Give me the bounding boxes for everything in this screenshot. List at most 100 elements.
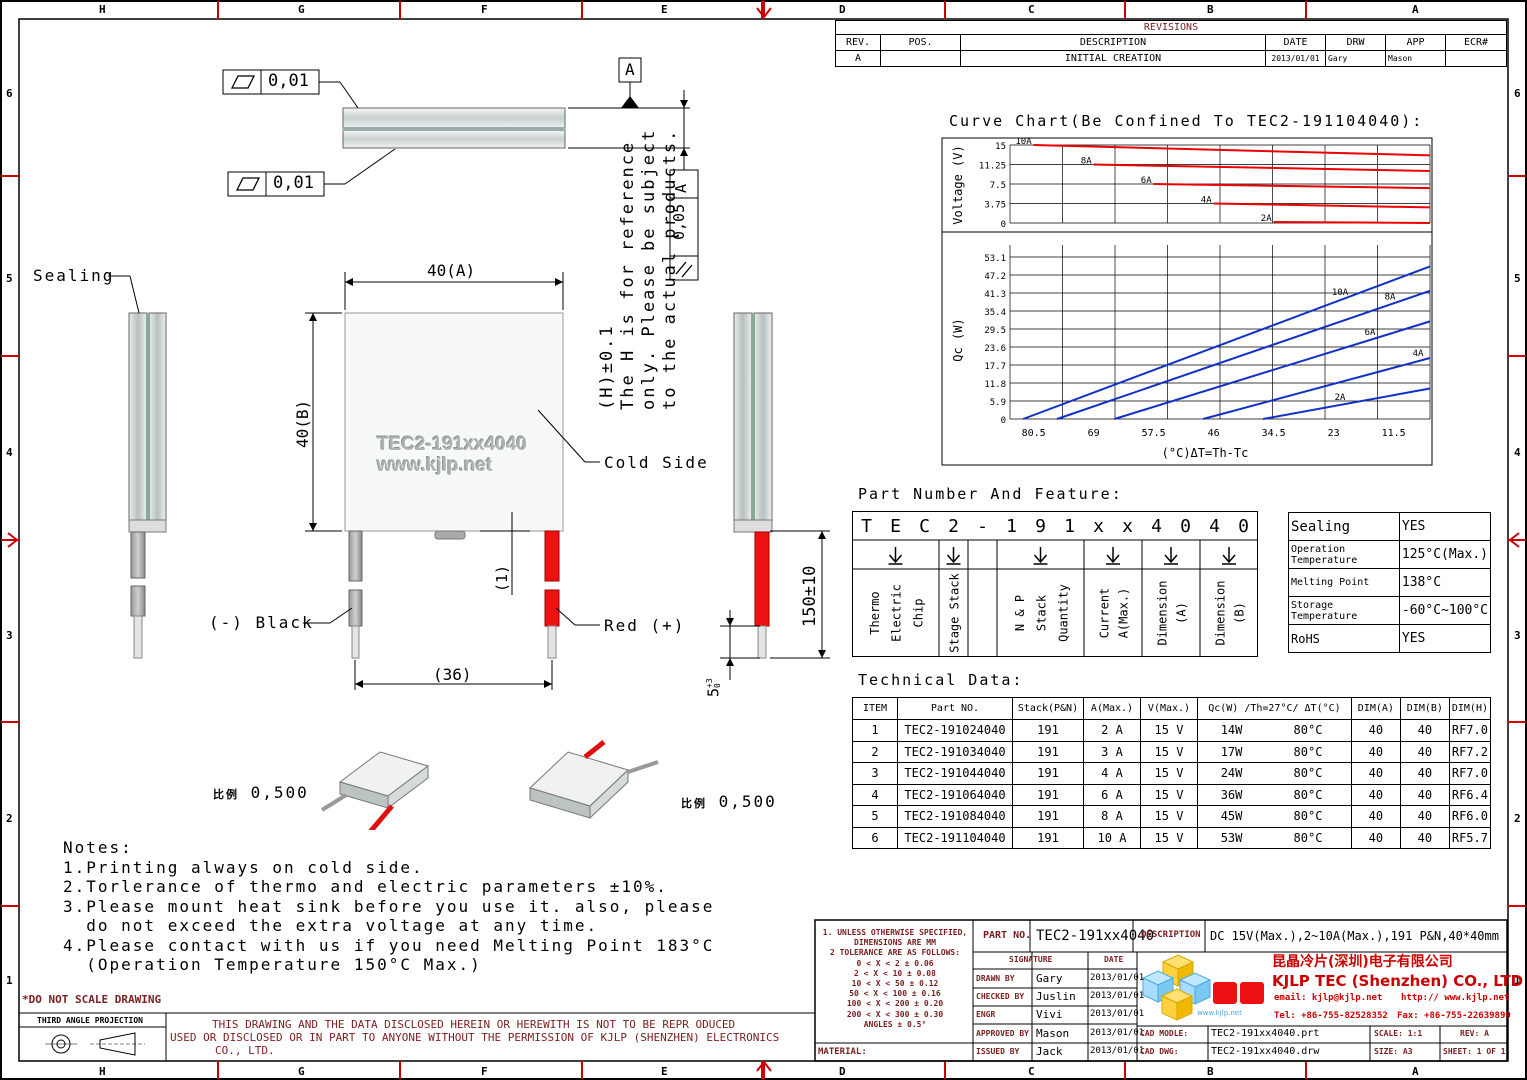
part-no-label: PART NO. bbox=[983, 930, 1032, 941]
logo-url: www.kjlp.net bbox=[1197, 1009, 1242, 1017]
part-number-char: 4 bbox=[1209, 516, 1220, 537]
datum-triangle-icon bbox=[621, 96, 639, 108]
zone-label: E bbox=[661, 1065, 668, 1078]
signer-date: 2013/01/01 bbox=[1090, 1009, 1145, 1019]
third-angle-label: THIRD ANGLE PROJECTION bbox=[37, 1016, 143, 1025]
voltage-series-line bbox=[1033, 144, 1431, 157]
tech-cell: 40 bbox=[1350, 783, 1401, 806]
tech-cell: RF7.0 bbox=[1448, 762, 1492, 785]
size-value: SIZE: A3 bbox=[1374, 1047, 1413, 1056]
part-number-char: 9 bbox=[1035, 516, 1046, 537]
note-line: 1.Printing always on cold side. bbox=[63, 857, 424, 877]
y-tick-label: 41.3 bbox=[984, 290, 1006, 300]
scale-1: 比例 0,500 bbox=[213, 785, 309, 801]
zone-label: D bbox=[839, 1065, 846, 1078]
series-label: 8A bbox=[1081, 157, 1092, 167]
down-arrow-icon bbox=[1033, 547, 1048, 565]
company-en: KJLP TEC (Shenzhen) CO., LTD bbox=[1272, 972, 1524, 990]
tolerance-line: 1. UNLESS OTHERWISE SPECIFIED, bbox=[822, 928, 968, 937]
front-view bbox=[303, 272, 600, 690]
tech-cell: 6 A bbox=[1083, 783, 1141, 806]
part-number-field-label: (B) bbox=[1233, 602, 1247, 624]
zone-label: A bbox=[1412, 1065, 1419, 1078]
cad-dwg-label: CAD DWG: bbox=[1140, 1047, 1179, 1056]
tech-cell: TEC2-191104040 bbox=[897, 826, 1013, 849]
description-value: INITIAL CREATION bbox=[960, 50, 1266, 67]
cad-dwg-value: TEC2-191xx4040.drw bbox=[1211, 1046, 1320, 1057]
datum-label: A bbox=[625, 60, 635, 79]
tech-header: Stack(P&N) bbox=[1012, 697, 1084, 720]
zone-label: 4 bbox=[6, 446, 13, 459]
tech-cell: 15 V bbox=[1140, 740, 1198, 763]
y-tick-label: 11.25 bbox=[979, 162, 1006, 172]
series-label: 8A bbox=[1385, 293, 1396, 303]
part-number-field-label: (A) bbox=[1175, 602, 1189, 624]
series-label: 10A bbox=[1015, 137, 1032, 147]
series-label: 6A bbox=[1141, 176, 1152, 186]
voltage-series-line bbox=[1213, 202, 1431, 209]
tech-header: V(Max.) bbox=[1140, 697, 1198, 720]
zone-label: D bbox=[839, 3, 846, 16]
feature-name: Sealing bbox=[1288, 512, 1400, 541]
tolerance-line: 0 < X < 2 ± 0.06 bbox=[856, 958, 934, 968]
company-logo-icon bbox=[1141, 954, 1264, 1021]
part-number-char: 4 bbox=[1151, 516, 1162, 537]
tech-cell: 40 bbox=[1399, 783, 1450, 806]
qc-series-line bbox=[1056, 289, 1431, 420]
feature-value: YES bbox=[1398, 624, 1492, 653]
y-tick-label: 29.5 bbox=[984, 326, 1006, 336]
zone-label: H bbox=[99, 3, 106, 16]
notes-lines: 1.Printing always on cold side.2.Torlera… bbox=[63, 858, 714, 975]
parallel-icon bbox=[675, 261, 687, 275]
tech-cell: 40 bbox=[1350, 826, 1401, 849]
tech-cell: 191 bbox=[1012, 740, 1084, 763]
tech-cell: RF7.2 bbox=[1448, 740, 1492, 763]
part-number-char: 1 bbox=[1064, 516, 1075, 537]
part-number-char: 0 bbox=[1238, 516, 1249, 537]
tech-cell: 15 V bbox=[1140, 805, 1198, 828]
zone-label: A bbox=[1412, 3, 1419, 16]
tech-cell: 15 V bbox=[1140, 762, 1198, 785]
tech-cell: 191 bbox=[1012, 826, 1084, 849]
part-number-field-label: N & P bbox=[1013, 595, 1027, 631]
x-tick-label: 23 bbox=[1328, 428, 1340, 439]
module-marking: TEC2-191xx4040 www.kjlp.net bbox=[377, 434, 527, 476]
tech-cell: 80°C bbox=[1265, 805, 1352, 828]
tech-header: Qc(W) /Th=27°C/ ΔT(°C) bbox=[1197, 697, 1352, 720]
zone-label: F bbox=[481, 1065, 488, 1078]
zone-label: 2 bbox=[6, 812, 13, 825]
sealing-label: Sealing bbox=[33, 266, 115, 285]
tech-cell: TEC2-191084040 bbox=[897, 805, 1013, 828]
disclaimer-line: CO., LTD. bbox=[215, 1044, 275, 1057]
voltage-series-line bbox=[1153, 183, 1431, 190]
zone-label: C bbox=[1028, 1065, 1035, 1078]
series-label: 2A bbox=[1335, 393, 1346, 403]
part-number-field-label: Stage Stack bbox=[948, 572, 962, 652]
tech-cell: 80°C bbox=[1265, 826, 1352, 849]
notes-title: Notes: bbox=[63, 838, 133, 857]
tolerance-line: ANGLES ± 0.5° bbox=[863, 1019, 927, 1029]
pitch-dimension: (36) bbox=[433, 665, 472, 684]
feature-name: Melting Point bbox=[1288, 568, 1400, 597]
side-view-right bbox=[720, 312, 830, 680]
part-number-char: 0 bbox=[1180, 516, 1191, 537]
scale-2-label: 比例 bbox=[681, 797, 707, 810]
y-tick-label: 0 bbox=[1001, 416, 1006, 426]
down-arrow-icon bbox=[1164, 547, 1178, 565]
flatness-value-1: 0,01 bbox=[268, 71, 309, 91]
zone-label: F bbox=[481, 3, 488, 16]
tech-cell: RF6.0 bbox=[1448, 805, 1492, 828]
zone-label: 3 bbox=[1514, 629, 1521, 642]
part-number-char: C bbox=[919, 516, 930, 537]
part-number-char: x bbox=[1122, 516, 1133, 537]
x-axis-label: (°C)ΔT=Th-Tc bbox=[1162, 446, 1249, 460]
tolerance-line: 10 < X < 50 ± 0.12 bbox=[851, 979, 939, 989]
x-tick-label: 34.5 bbox=[1262, 428, 1286, 439]
zone-label: 1 bbox=[1514, 974, 1521, 987]
